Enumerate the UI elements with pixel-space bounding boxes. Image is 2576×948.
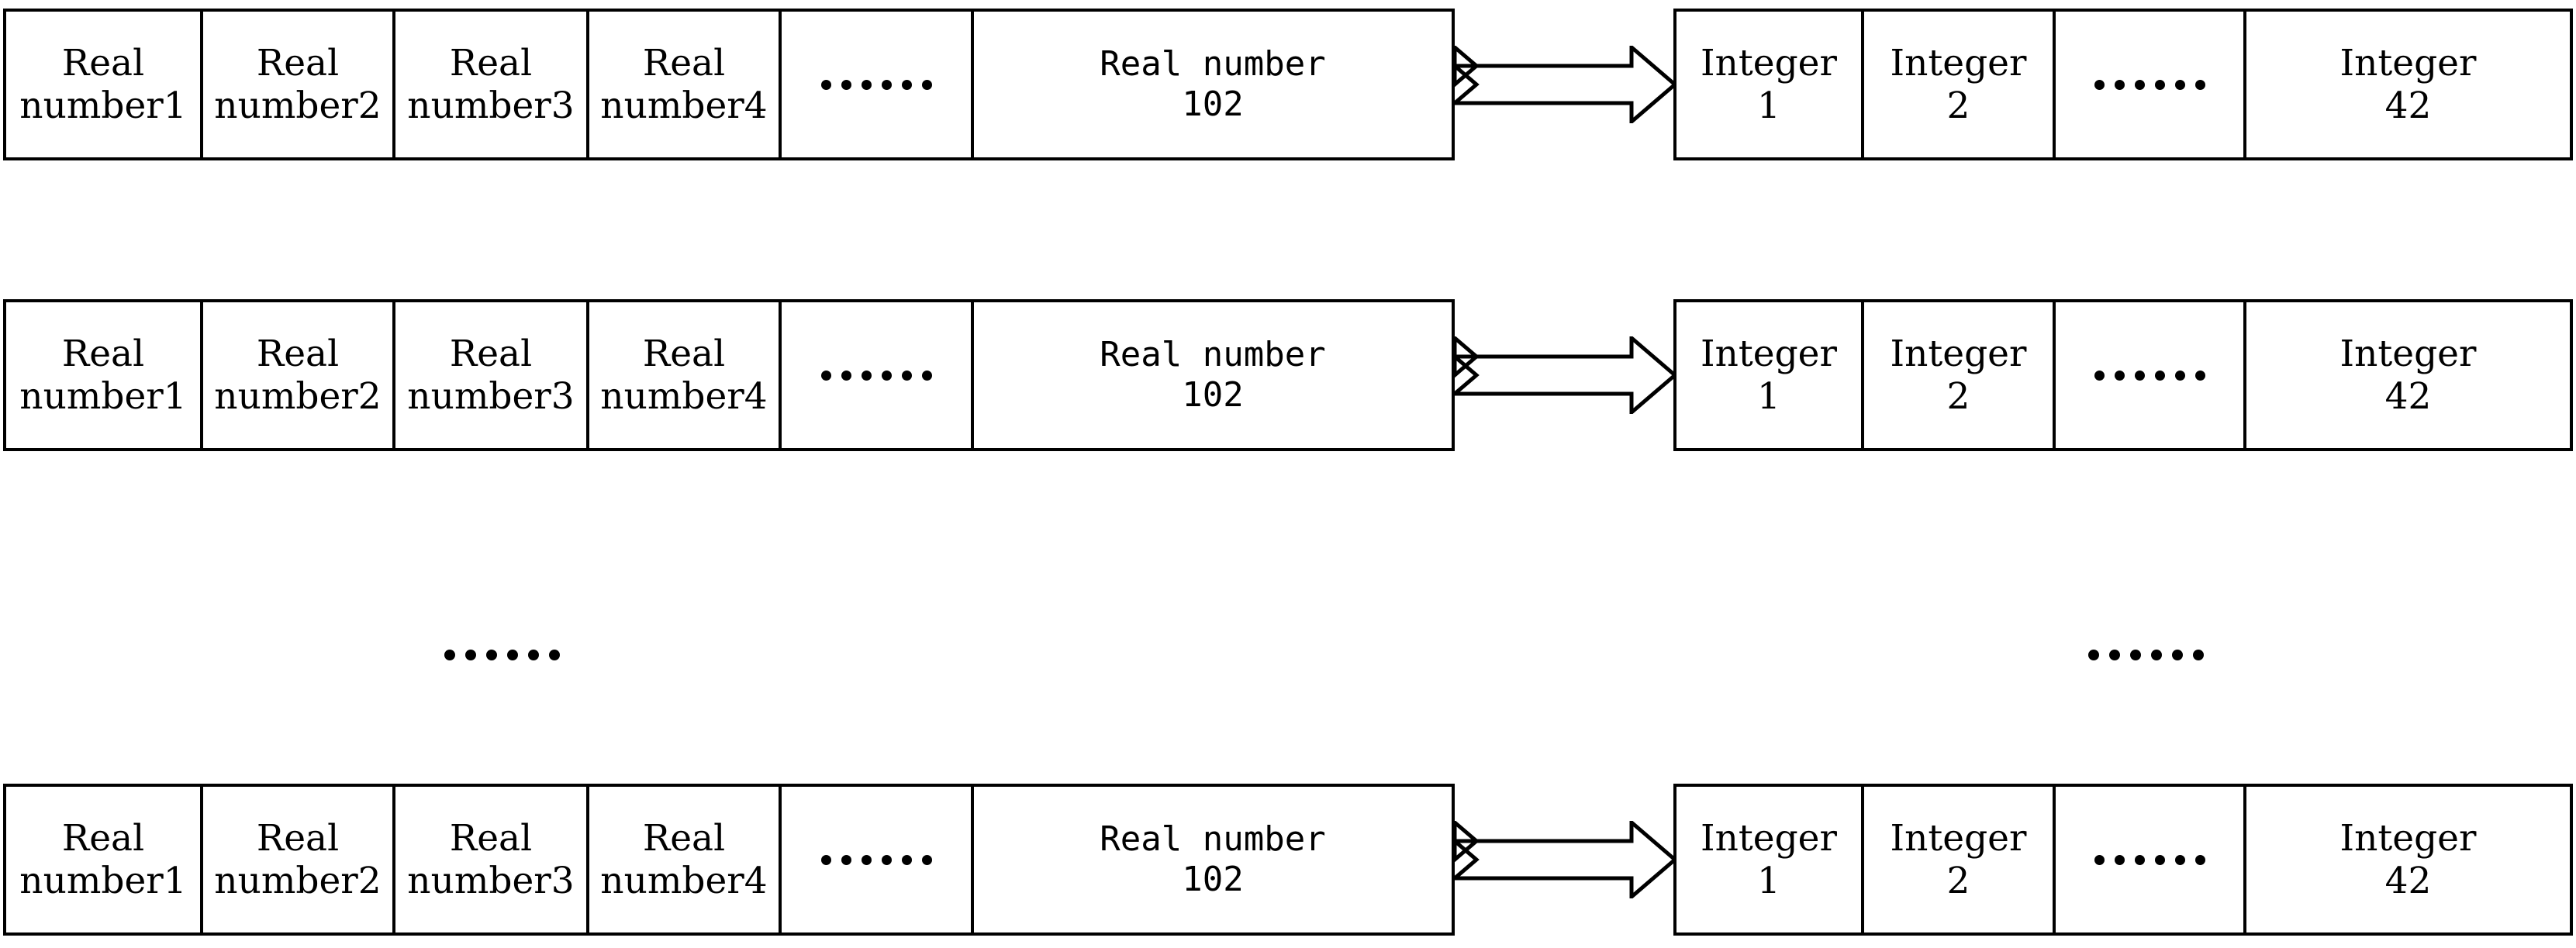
cell-line-2: 1	[1757, 375, 1780, 418]
mapping-arrow-row-2	[1453, 336, 1676, 414]
cell-line-2: number1	[19, 375, 187, 418]
cell-line-1: Real	[61, 332, 145, 375]
cell-line-2: number3	[407, 860, 575, 902]
array-cell[interactable]: Real number2	[203, 302, 395, 448]
cell-line-1: Real	[256, 816, 340, 860]
cell-line-2: 102	[1182, 84, 1244, 124]
real-number-array-row-3: Real number1 Real number2 Real number3 R…	[3, 784, 1455, 936]
cell-line-2: number1	[19, 84, 187, 127]
cell-line-1: Real	[642, 816, 726, 860]
cell-line-1: Real	[256, 332, 340, 375]
mapping-arrow-row-1	[1453, 46, 1676, 123]
array-cell[interactable]: Real number1	[6, 787, 203, 932]
cell-line-1: Integer	[1701, 816, 1837, 860]
real-number-array-row-2: Real number1 Real number2 Real number3 R…	[3, 299, 1455, 451]
array-cell-ellipsis	[782, 12, 974, 157]
cell-line-2: 1	[1757, 84, 1780, 127]
cell-line-2: 2	[1946, 860, 1970, 902]
ellipsis-icon	[2094, 854, 2205, 865]
array-cell[interactable]: Integer 42	[2246, 12, 2570, 157]
cell-line-1: Integer	[1890, 816, 2027, 860]
array-cell[interactable]: Real number 102	[974, 787, 1452, 932]
cell-line-1: Integer	[1890, 332, 2027, 375]
cell-line-2: number4	[600, 375, 768, 418]
cell-line-2: number2	[214, 860, 382, 902]
array-cell[interactable]: Integer 1	[1676, 302, 1864, 448]
cell-line-2: number3	[407, 84, 575, 127]
array-cell[interactable]: Real number 102	[974, 302, 1452, 448]
cell-line-1: Integer	[2339, 41, 2477, 84]
cell-line-2: 42	[2384, 375, 2432, 418]
array-cell-ellipsis	[2056, 12, 2246, 157]
cell-line-1: Real number	[1100, 44, 1326, 84]
cell-line-1: Real number	[1100, 819, 1326, 860]
ellipsis-icon-right	[2088, 650, 2204, 660]
cell-line-1: Real	[449, 332, 533, 375]
cell-line-2: 42	[2384, 84, 2432, 127]
array-cell-ellipsis	[782, 302, 974, 448]
array-cell[interactable]: Integer 1	[1676, 787, 1864, 932]
array-cell-ellipsis	[782, 787, 974, 932]
cell-line-2: 102	[1182, 375, 1244, 415]
array-cell[interactable]: Real number4	[589, 12, 782, 157]
array-cell[interactable]: Integer 42	[2246, 302, 2570, 448]
cell-line-1: Real	[256, 41, 340, 84]
array-cell[interactable]: Real number4	[589, 787, 782, 932]
cell-line-2: number3	[407, 375, 575, 418]
array-cell[interactable]: Integer 2	[1864, 12, 2056, 157]
array-cell[interactable]: Integer 2	[1864, 787, 2056, 932]
integer-array-row-1: Integer 1 Integer 2 Integer 42	[1673, 9, 2573, 160]
array-cell[interactable]: Real number 102	[974, 12, 1452, 157]
cell-line-1: Integer	[1701, 332, 1837, 375]
array-cell-ellipsis	[2056, 302, 2246, 448]
cell-line-1: Real	[449, 816, 533, 860]
cell-line-1: Real	[642, 332, 726, 375]
ellipsis-icon	[820, 370, 932, 381]
cell-line-2: 2	[1946, 375, 1970, 418]
integer-array-row-2: Integer 1 Integer 2 Integer 42	[1673, 299, 2573, 451]
ellipsis-icon	[2094, 79, 2205, 90]
mapping-row-2: Real number1 Real number2 Real number3 R…	[0, 299, 2576, 451]
cell-line-1: Real	[61, 41, 145, 84]
cell-line-1: Real	[449, 41, 533, 84]
cell-line-2: number2	[214, 375, 382, 418]
array-cell[interactable]: Real number3	[395, 302, 589, 448]
cell-line-1: Real	[642, 41, 726, 84]
cell-line-2: 42	[2384, 860, 2432, 902]
array-cell[interactable]: Real number1	[6, 302, 203, 448]
cell-line-1: Real	[61, 816, 145, 860]
cell-line-2: number4	[600, 860, 768, 902]
array-cell[interactable]: Integer 2	[1864, 302, 2056, 448]
vertical-continuation	[0, 636, 2576, 690]
ellipsis-icon	[820, 854, 932, 865]
real-number-array-row-1: Real number1 Real number2 Real number3 R…	[3, 9, 1455, 160]
array-cell[interactable]: Real number2	[203, 12, 395, 157]
array-cell[interactable]: Integer 42	[2246, 787, 2570, 932]
cell-line-2: 1	[1757, 860, 1780, 902]
array-cell[interactable]: Real number3	[395, 787, 589, 932]
integer-array-row-3: Integer 1 Integer 2 Integer 42	[1673, 784, 2573, 936]
array-cell[interactable]: Real number1	[6, 12, 203, 157]
cell-line-1: Integer	[2339, 332, 2477, 375]
mapping-row-1: Real number1 Real number2 Real number3 R…	[0, 9, 2576, 160]
array-cell[interactable]: Real number4	[589, 302, 782, 448]
ellipsis-icon	[820, 79, 932, 90]
cell-line-2: 102	[1182, 860, 1244, 899]
mapping-row-3: Real number1 Real number2 Real number3 R…	[0, 784, 2576, 936]
ellipsis-icon	[2094, 370, 2205, 381]
cell-line-1: Integer	[2339, 816, 2477, 860]
ellipsis-icon-left	[444, 650, 560, 660]
cell-line-1: Integer	[1890, 41, 2027, 84]
mapping-arrow-row-3	[1453, 821, 1676, 898]
array-cell[interactable]: Integer 1	[1676, 12, 1864, 157]
cell-line-1: Integer	[1701, 41, 1837, 84]
array-cell-ellipsis	[2056, 787, 2246, 932]
cell-line-2: number2	[214, 84, 382, 127]
array-cell[interactable]: Real number3	[395, 12, 589, 157]
array-cell[interactable]: Real number2	[203, 787, 395, 932]
cell-line-2: number4	[600, 84, 768, 127]
cell-line-2: number1	[19, 860, 187, 902]
cell-line-2: 2	[1946, 84, 1970, 127]
cell-line-1: Real number	[1100, 335, 1326, 375]
